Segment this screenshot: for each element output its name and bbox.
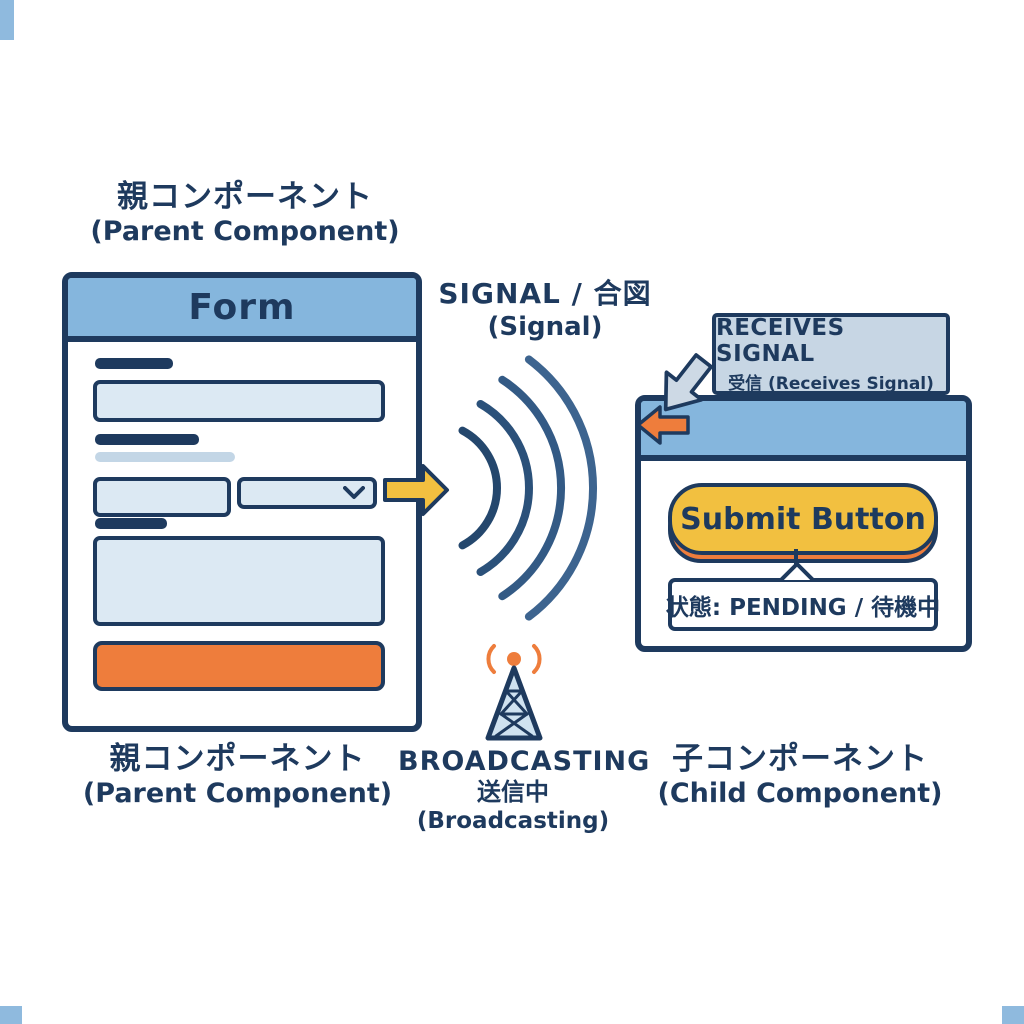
broadcast-title: BROADCASTING	[398, 746, 651, 777]
receives-signal-subtitle: 受信 (Receives Signal)	[728, 373, 934, 394]
form-dropdown	[237, 477, 377, 509]
form-submit-bar	[93, 641, 385, 691]
form-title: Form	[188, 286, 296, 328]
form-textarea	[93, 536, 385, 626]
corner-mark-bottom-left	[0, 1006, 22, 1024]
status-label: 状態: PENDING / 待機中	[665, 594, 941, 621]
chevron-down-icon	[343, 486, 365, 499]
submit-button-label: Submit Button	[680, 501, 926, 537]
submit-button: Submit Button	[668, 483, 938, 555]
broadcast-subtitle-en: (Broadcasting)	[416, 808, 610, 834]
child-component-card: Submit Button 状態: PENDING / 待機中	[635, 395, 972, 652]
form-helper-text-bar	[95, 452, 235, 462]
parent-top-title: 親コンポーネント	[117, 179, 373, 215]
child-bottom-subtitle: (Child Component)	[657, 777, 943, 809]
parent-form-card: Form	[62, 272, 422, 732]
signal-label: SIGNAL / 合図 (Signal)	[420, 272, 670, 342]
receives-signal-title: RECEIVES SIGNAL	[716, 314, 845, 367]
status-notch-icon	[780, 562, 814, 581]
parent-top-subtitle: (Parent Component)	[90, 215, 400, 247]
form-field-label-bar-1	[95, 358, 173, 369]
child-bottom-label: 子コンポーネント (Child Component)	[640, 741, 960, 810]
tower-beacon-dot	[507, 652, 521, 666]
signal-waves-icon	[458, 355, 597, 621]
form-text-input-2	[93, 477, 231, 517]
broadcast-label: BROADCASTING 送信中 (Broadcasting)	[398, 746, 651, 836]
form-text-input-1	[93, 380, 385, 422]
parent-top-label: 親コンポーネント (Parent Component)	[75, 179, 415, 248]
status-box: 状態: PENDING / 待機中	[665, 578, 941, 631]
signal-subtitle: (Signal)	[487, 312, 603, 342]
receives-signal-callout: RECEIVES SIGNAL 受信 (Receives Signal)	[712, 313, 950, 395]
parent-bottom-subtitle: (Parent Component)	[82, 777, 393, 809]
parent-bottom-label: 親コンポーネント (Parent Component)	[65, 741, 410, 810]
receives-pointer-arrow-icon	[663, 353, 714, 412]
corner-mark-top-left	[0, 0, 14, 40]
form-header: Form	[68, 278, 416, 342]
broadcast-subtitle-jp: 送信中	[477, 778, 549, 806]
corner-mark-bottom-right	[1002, 1006, 1024, 1024]
broadcast-tower-icon	[485, 644, 543, 741]
receive-arrow-icon	[636, 405, 690, 445]
child-header	[641, 401, 966, 461]
emit-arrow-icon	[383, 464, 449, 516]
form-field-label-bar-2	[95, 434, 199, 445]
parent-bottom-title: 親コンポーネント	[109, 741, 366, 777]
status-connector-line	[794, 549, 798, 569]
signal-title: SIGNAL / 合図	[438, 277, 652, 310]
form-field-label-bar-3	[95, 518, 167, 529]
child-bottom-title: 子コンポーネント	[672, 741, 928, 777]
